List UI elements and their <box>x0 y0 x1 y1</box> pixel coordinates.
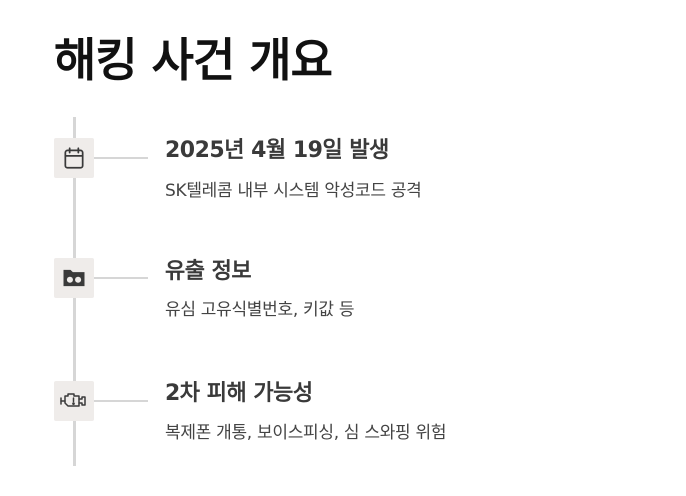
timeline-connector <box>94 277 148 279</box>
timeline-item-date: 2025년 4월 19일 발생 SK텔레콤 내부 시스템 악성코드 공격 <box>0 130 686 201</box>
timeline-connector <box>94 157 148 159</box>
timeline-connector <box>94 400 148 402</box>
timeline-item-damage: 2차 피해 가능성 복제폰 개통, 보이스피싱, 심 스와핑 위험 <box>0 373 686 443</box>
event-title: 2025년 4월 19일 발생 <box>165 138 389 163</box>
event-description: 복제폰 개통, 보이스피싱, 심 스와핑 위험 <box>165 423 447 443</box>
event-description: 유심 고유식별번호, 키값 등 <box>165 300 355 320</box>
sim-card-icon <box>54 258 94 298</box>
calendar-icon <box>54 138 94 178</box>
engine-warning-icon <box>54 381 94 421</box>
timeline-item-leak: 유출 정보 유심 고유식별번호, 키값 등 <box>0 251 686 321</box>
page-title: 해킹 사건 개요 <box>54 33 333 87</box>
event-description: SK텔레콤 내부 시스템 악성코드 공격 <box>165 181 422 201</box>
event-title: 2차 피해 가능성 <box>165 381 313 406</box>
event-title: 유출 정보 <box>165 259 252 284</box>
